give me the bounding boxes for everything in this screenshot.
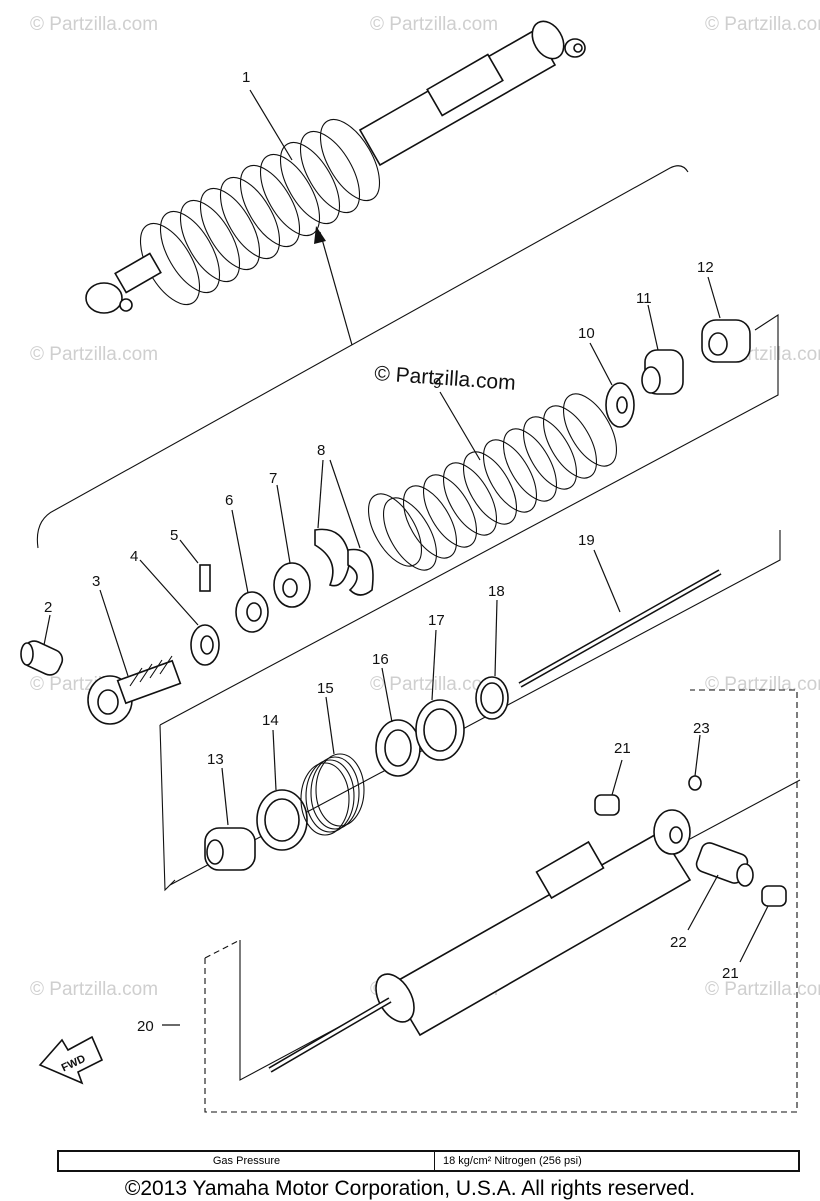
part-21-collar-upper (594, 794, 620, 816)
shock-top-cap (531, 20, 565, 60)
part-8-retainer-b (347, 548, 374, 596)
part-11-collar (641, 349, 684, 395)
part-18-clip (475, 676, 509, 720)
callout-label: 19 (578, 532, 595, 549)
callout-label: 5 (170, 527, 178, 544)
part-16-ring (375, 719, 421, 777)
callout-label: 13 (207, 751, 224, 768)
middle-plane-edge (169, 530, 781, 886)
gas-pressure-spec-table: Gas Pressure 18 kg/cm² Nitrogen (256 psi… (57, 1150, 800, 1172)
shock-top-eye-hole (573, 43, 583, 53)
watermark-text: © Partzilla.com (705, 674, 820, 695)
part-7-spring-seat (273, 562, 311, 608)
part-15-small-spring (300, 753, 365, 836)
callout-label: 17 (428, 612, 445, 629)
part-12-bushing (701, 319, 751, 363)
part-19-rod-fill (519, 570, 721, 687)
watermark-text: © Partzilla.com (705, 979, 820, 1000)
part-22-bolt (695, 842, 754, 887)
part-23-valve (688, 775, 702, 791)
shock-bottom-eye (85, 282, 123, 314)
part-4-gear-nut (190, 624, 220, 666)
assembly-arrow-line (319, 231, 353, 346)
callout-label: 3 (92, 573, 100, 590)
part-9-main-spring (367, 393, 618, 571)
part-14-seal-ring (256, 789, 308, 851)
callout-label: 23 (693, 720, 710, 737)
callout-label: 6 (225, 492, 233, 509)
part-13-cap (204, 827, 256, 871)
part-20-damper-body (268, 809, 692, 1073)
copyright-notice: ©2013 Yamaha Motor Corporation, U.S.A. A… (124, 1177, 696, 1200)
callout-label: 8 (317, 442, 325, 459)
spec-value: 18 kg/cm² Nitrogen (256 psi) (443, 1155, 582, 1167)
callout-label: 21 (722, 965, 739, 982)
callout-label: 12 (697, 259, 714, 276)
callout-label: 16 (372, 651, 389, 668)
callout-label: 7 (269, 470, 277, 487)
part-3-adjuster-bolt (87, 655, 182, 725)
callout-label: 14 (262, 712, 279, 729)
shock-spring (139, 118, 381, 306)
callout-label: 21 (614, 740, 631, 757)
callout-label: 22 (670, 934, 687, 951)
part-2-bushing (20, 640, 64, 676)
center-watermark: © Partzilla.com (374, 362, 517, 395)
callout-label: 4 (130, 548, 138, 565)
callout-label: 15 (317, 680, 334, 697)
bolt-thread (116, 659, 182, 705)
middle-plane-outline (159, 724, 176, 892)
shock-label-panel (426, 53, 504, 117)
callout-label: 11 (636, 290, 652, 307)
part-10-washer (605, 382, 635, 428)
part-6-nut (235, 591, 269, 633)
part-5-pin (199, 564, 211, 592)
callout-label: 2 (44, 599, 52, 616)
fwd-arrow-icon: FWD (38, 1035, 104, 1085)
callout-label: 20 (137, 1018, 154, 1035)
assembled-shock-absorber (85, 20, 586, 314)
watermark-text: © Partzilla.com (30, 344, 158, 365)
spec-label: Gas Pressure (59, 1152, 435, 1170)
callout-label: 9 (433, 375, 441, 392)
damper-cylinder (388, 830, 692, 1037)
watermark-text: © Partzilla.com (30, 979, 158, 1000)
callout-layer: 1 2 3 4 5 6 7 8 9 10 11 12 13 14 15 16 (43, 69, 769, 1035)
part-8-retainer-a (314, 528, 351, 587)
part-17-ring (415, 699, 465, 761)
callout-label: 1 (242, 69, 250, 86)
watermark-text: © Partzilla.com (30, 14, 158, 35)
assembly-arrow-head (314, 226, 326, 244)
upper-plane-outline (159, 313, 779, 726)
watermark-text: © Partzilla.com (370, 14, 498, 35)
shock-bottom-eye-hole (119, 298, 133, 312)
shock-bottom-collar (114, 252, 162, 294)
part-21-collar-lower (761, 885, 787, 907)
upper-group-bracket (36, 165, 689, 549)
watermark-text: © Partzilla.com (705, 14, 820, 35)
callout-label: 18 (488, 583, 505, 600)
damper-label-panel (535, 840, 605, 900)
callout-label: 10 (578, 325, 595, 342)
watermark-text: © Partzilla.com (370, 674, 498, 695)
lower-group-dashed-frame (204, 689, 798, 1113)
